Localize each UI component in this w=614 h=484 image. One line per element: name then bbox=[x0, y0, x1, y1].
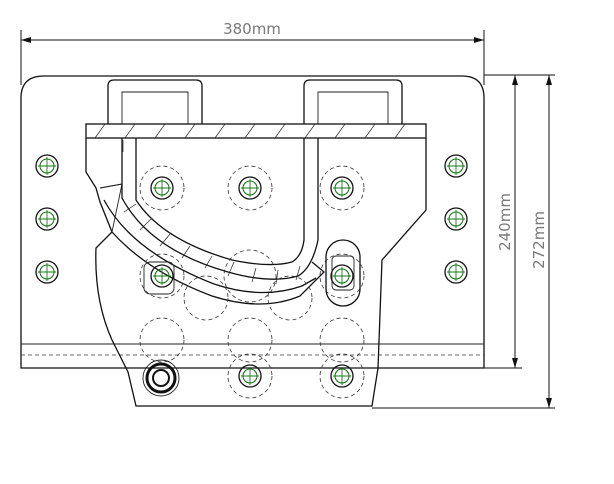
slot-right bbox=[325, 239, 361, 307]
bolt-hole bbox=[35, 207, 59, 231]
bolt-hole bbox=[35, 260, 59, 284]
bolt-hole bbox=[35, 154, 59, 178]
bolt-holes bbox=[35, 154, 468, 388]
top-flange bbox=[85, 123, 427, 139]
top-lug-right bbox=[303, 79, 403, 124]
base-plate bbox=[20, 75, 485, 369]
bolt-hole bbox=[330, 364, 354, 388]
bolt-hole bbox=[238, 364, 262, 388]
bolt-hole bbox=[330, 264, 354, 288]
width-label: 380mm bbox=[223, 20, 281, 38]
dimension-outer-height: 272mm bbox=[372, 74, 555, 409]
bolt-hole bbox=[444, 154, 468, 178]
hidden-features bbox=[139, 165, 365, 399]
slot-left bbox=[143, 261, 175, 295]
bolt-hole bbox=[238, 176, 262, 200]
bolt-hole bbox=[444, 207, 468, 231]
inner-height-label: 240mm bbox=[496, 193, 514, 251]
hook-cam bbox=[103, 138, 325, 305]
bolt-hole bbox=[444, 260, 468, 284]
dimension-width: 380mm bbox=[20, 20, 485, 85]
outer-height-label: 272mm bbox=[530, 211, 548, 269]
bolt-hole bbox=[330, 176, 354, 200]
lock-nut bbox=[142, 359, 180, 397]
dimension-inner-height: 240mm bbox=[484, 74, 522, 369]
bolt-hole bbox=[150, 176, 174, 200]
bolt-hole bbox=[150, 264, 174, 288]
top-lug-left bbox=[107, 79, 203, 124]
